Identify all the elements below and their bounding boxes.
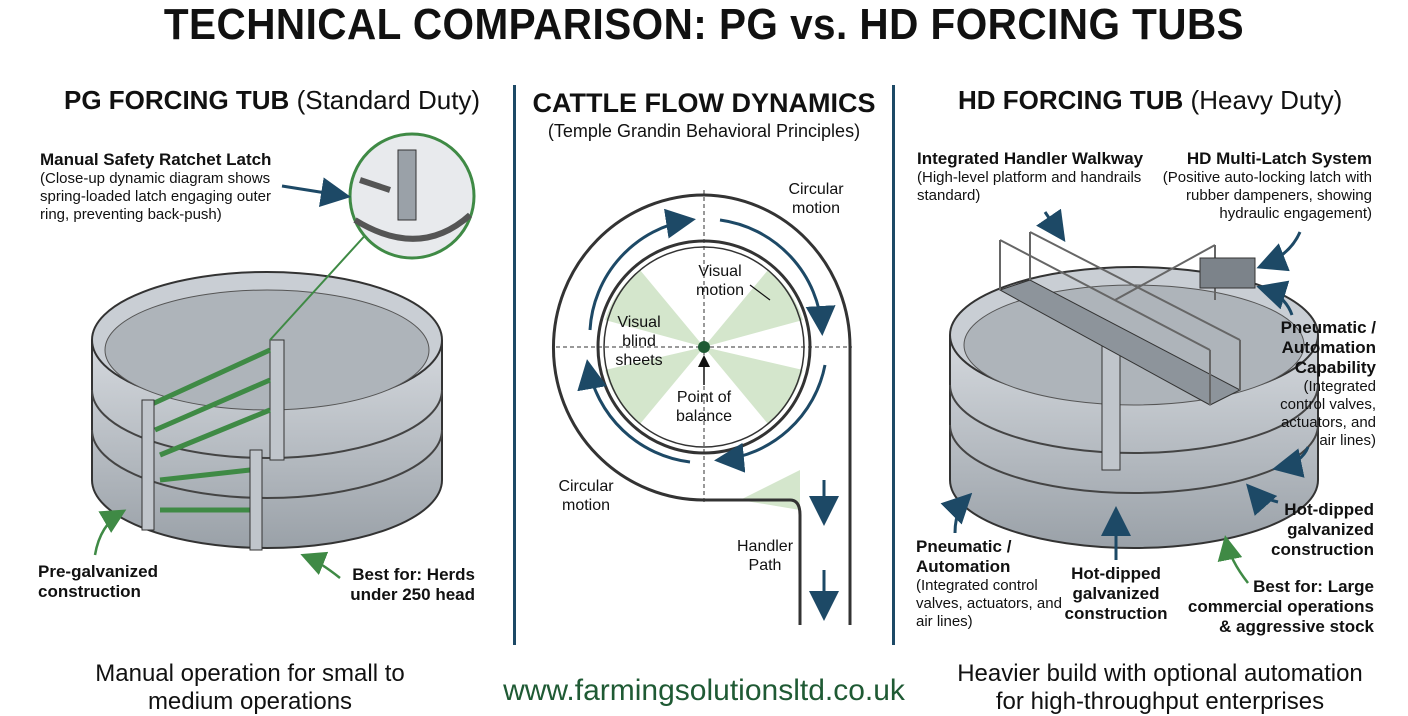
pg-latch-closeup [269, 132, 476, 341]
pg-latch-title: Manual Safety Ratchet Latch [40, 150, 272, 169]
pg-best-for-label: Best for: Herds under 250 head [350, 565, 475, 604]
hd-pneumatic-left-title: Pneumatic / Automation [916, 537, 1012, 576]
label-visual-blind-sheets: Visual blind sheets [615, 314, 663, 369]
hd-pneumatic-right-label: Pneumatic / Automation Capability (Integ… [1270, 318, 1376, 450]
label-point-of-balance: Point of balance [675, 389, 733, 425]
label-visual-motion: Visual motion [695, 263, 745, 299]
page-title: TECHNICAL COMPARISON: PG vs. HD FORCING … [163, 0, 1245, 49]
hd-latch-title: HD Multi-Latch System [1186, 149, 1372, 168]
hd-pneumatic-left-desc: (Integrated control valves, actuators, a… [916, 577, 1062, 630]
hd-walkway-desc: (High-level platform and handrails stand… [917, 169, 1142, 204]
hd-hot-dipped-center-label: Hot-dipped galvanized construction [1064, 564, 1168, 623]
hd-walkway-title: Integrated Handler Walkway [917, 149, 1144, 168]
label-handler-path: Handler Path [736, 538, 794, 574]
hd-tub-illustration [949, 231, 1319, 549]
hd-walkway-label: Integrated Handler Walkway (High-level p… [917, 149, 1157, 205]
hd-heading: HD FORCING TUB (Heavy Duty) [958, 85, 1343, 115]
pg-latch-label: Manual Safety Ratchet Latch (Close-up dy… [40, 150, 300, 224]
divider-left [513, 85, 516, 645]
hd-latch-label: HD Multi-Latch System (Positive auto-loc… [1146, 149, 1372, 223]
hd-best-for-label: Best for: Large commercial operations & … [1187, 577, 1374, 636]
flow-diagram [552, 190, 852, 625]
hd-pneumatic-right-title: Pneumatic / Automation Capability [1280, 318, 1376, 377]
pg-heading: PG FORCING TUB (Standard Duty) [64, 85, 481, 115]
label-circular-motion-top: Circular motion [788, 181, 844, 217]
label-circular-motion-bottom: Circular motion [558, 478, 614, 514]
hd-pneumatic-left-label: Pneumatic / Automation (Integrated contr… [916, 537, 1066, 631]
pg-pre-galv-label: Pre-galvanized construction [38, 562, 158, 601]
hd-pneumatic-right-desc: (Integrated control valves, actuators, a… [1280, 378, 1376, 449]
hd-hot-dipped-right-label: Hot-dipped galvanized construction [1271, 500, 1374, 559]
pg-latch-desc: (Close-up dynamic diagram shows spring-l… [40, 170, 271, 223]
hd-latch-desc: (Positive auto-locking latch with rubber… [1162, 169, 1372, 222]
pg-tub-illustration [91, 271, 443, 551]
flow-heading: CATTLE FLOW DYNAMICS [532, 88, 876, 118]
website-link[interactable]: www.farmingsolutionsltd.co.uk [503, 674, 905, 707]
hd-footer: Heavier build with optional automation f… [957, 660, 1363, 715]
flow-subheading: (Temple Grandin Behavioral Principles) [547, 121, 861, 141]
divider-right [892, 85, 895, 645]
